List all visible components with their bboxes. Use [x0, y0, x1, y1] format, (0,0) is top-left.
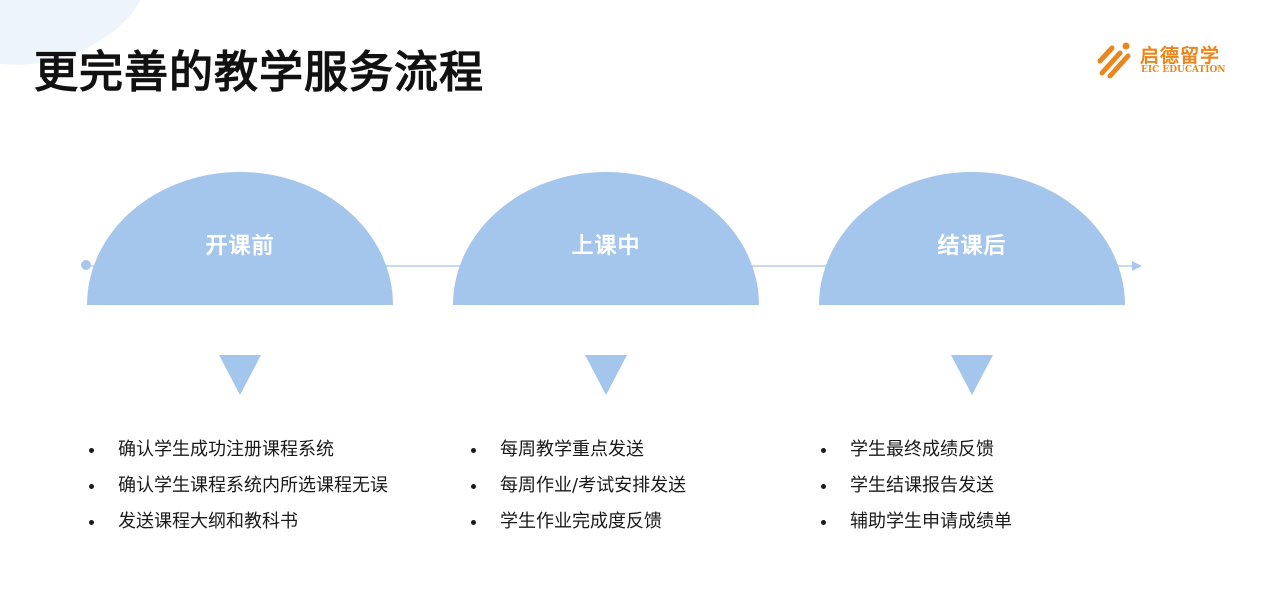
stage-list-during-class: 每周教学重点发送 每周作业/考试安排发送 学生作业完成度反馈: [468, 432, 788, 540]
page-title: 更完善的教学服务流程: [34, 47, 484, 98]
eic-logo: 启德留学 EIC EDUCATION: [1096, 40, 1236, 80]
eic-logo-icon: [1097, 42, 1131, 79]
stage-list-after-class: 学生最终成绩反馈 学生结课报告发送 辅助学生申请成绩单: [818, 432, 1138, 540]
list-item: 每周教学重点发送: [468, 432, 788, 468]
timeline-start-dot: [81, 260, 91, 270]
down-triangle-icon: [951, 355, 993, 395]
stage-dome-during-class: 上课中: [453, 172, 759, 305]
stage-dome-before-class: 开课前: [87, 172, 393, 305]
logo-name-en: EIC EDUCATION: [1141, 65, 1226, 75]
list-item: 确认学生成功注册课程系统: [86, 432, 396, 468]
down-triangle-icon: [585, 355, 627, 395]
list-item: 辅助学生申请成绩单: [818, 504, 1138, 540]
stage-list-before-class: 确认学生成功注册课程系统 确认学生课程系统内所选课程无误 发送课程大纲和教科书: [86, 432, 396, 540]
stage-label: 上课中: [571, 234, 641, 259]
list-item: 发送课程大纲和教科书: [86, 504, 396, 540]
stage-label: 开课前: [205, 234, 275, 259]
stage-dome-after-class: 结课后: [819, 172, 1125, 305]
list-item: 学生结课报告发送: [818, 468, 1138, 504]
list-item: 学生最终成绩反馈: [818, 432, 1138, 468]
list-item: 学生作业完成度反馈: [468, 504, 788, 540]
timeline-arrow-icon: [1132, 261, 1142, 271]
logo-name-cn: 启德留学: [1140, 45, 1221, 67]
list-item: 确认学生课程系统内所选课程无误: [86, 468, 396, 504]
down-triangle-icon: [219, 355, 261, 395]
stage-label: 结课后: [937, 234, 1007, 259]
list-item: 每周作业/考试安排发送: [468, 468, 788, 504]
